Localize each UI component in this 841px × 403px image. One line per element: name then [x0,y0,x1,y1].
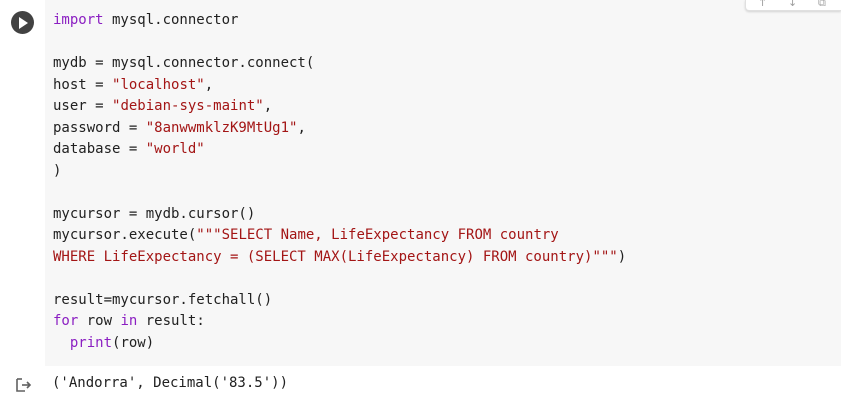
run-cell-button[interactable] [11,11,34,34]
code-keyword: in [120,313,138,329]
arrow-down-icon[interactable]: ↓ [788,0,798,9]
code-token: password = [53,119,146,136]
code-line: result=mycursor.fetchall() [53,290,626,312]
code-line: mycursor.execute("""SELECT Name, LifeExp… [53,225,626,247]
code-keyword: print [69,334,113,351]
code-string: WHERE LifeExpectancy = (SELECT MAX(LifeE… [53,248,618,265]
code-string: "world" [145,141,205,157]
code-token: , [263,98,273,114]
code-line: mycursor = mydb.cursor() [53,204,626,226]
code-line: print(row) [53,333,626,355]
play-icon [18,16,28,29]
output-arrow-icon [16,378,32,392]
arrow-up-icon[interactable]: ↑ [758,0,768,9]
cell-output: ('Andorra', Decimal('83.5')) [0,366,841,403]
code-token: database = [53,141,146,157]
code-token [53,335,70,351]
code-line: user = "debian-sys-maint", [53,96,626,118]
code-line: password = "8anwwmklzK9MtUg1", [53,118,626,140]
code-line [53,182,626,204]
code-token: (row) [112,334,155,351]
link-icon[interactable]: ⧉ [818,0,826,9]
code-token: ) [617,248,627,265]
code-token: mysql.connector [103,12,239,28]
code-line: database = "world" [53,139,626,161]
code-line: for row in result: [53,311,626,333]
code-line: mydb = mysql.connector.connect( [53,53,626,75]
code-string: """SELECT Name, LifeExpectancy FROM coun… [196,227,559,243]
output-text: ('Andorra', Decimal('83.5')) [52,375,289,391]
code-token: mycursor.execute( [53,227,197,243]
code-token: , [297,119,306,136]
code-token: result=mycursor.fetchall() [53,291,273,308]
code-token: mycursor = mydb.cursor() [53,205,256,222]
code-token: row [78,313,121,329]
code-line: WHERE LifeExpectancy = (SELECT MAX(LifeE… [53,247,626,269]
code-token: user = [53,98,113,114]
code-string: "8anwwmklzK9MtUg1" [145,119,298,136]
code-token: mydb = mysql.connector.connect( [53,55,315,71]
code-token: ) [53,162,62,179]
code-line: ) [53,161,626,183]
code-line [53,32,626,54]
code-string: "localhost" [112,76,205,93]
code-line [53,268,626,290]
code-text[interactable]: import mysql.connector mydb = mysql.conn… [53,10,626,354]
code-editor[interactable]: import mysql.connector mydb = mysql.conn… [45,0,841,366]
code-token: host = [53,76,113,93]
code-token: result: [137,313,205,329]
code-token: , [204,76,214,93]
code-line: host = "localhost", [53,75,626,97]
code-keyword: import [53,12,104,28]
code-cell[interactable]: import mysql.connector mydb = mysql.conn… [0,0,841,366]
cell-toolbar: ↑ ↓ ⧉ [745,0,841,11]
code-line: import mysql.connector [53,10,626,32]
code-string: "debian-sys-maint" [112,98,264,114]
cell-gutter [0,0,45,366]
code-keyword: for [53,313,79,329]
